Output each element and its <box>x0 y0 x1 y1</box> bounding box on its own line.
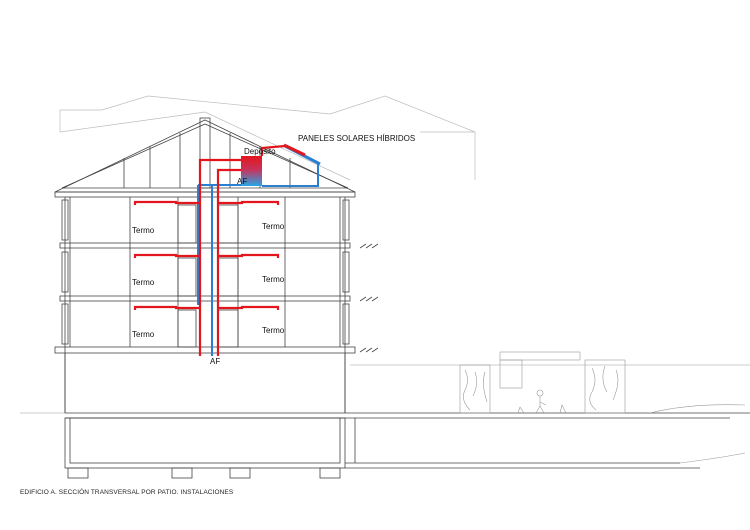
termo-label-f2-right: Termo <box>262 275 285 284</box>
termo-label-f1-right: Termo <box>262 222 285 231</box>
hybrid-solar-panels <box>283 143 321 166</box>
building-section <box>54 117 750 479</box>
tank <box>241 156 262 186</box>
termo-label-f2-left: Termo <box>132 278 155 287</box>
hot-water-pipes <box>133 144 286 356</box>
af-small-label: AF <box>237 177 247 186</box>
termo-label-f3-left: Termo <box>132 330 155 339</box>
background-roof-outline <box>20 95 476 414</box>
courtyard-elements <box>350 351 750 464</box>
tank-body <box>241 156 262 186</box>
panels-label: PANELES SOLARES HÍBRIDOS <box>298 134 415 143</box>
drawing-caption: EDIFICIO A. SECCIÓN TRANSVERSAL POR PATI… <box>20 489 234 496</box>
tank-label: Depósito <box>244 147 276 156</box>
af-label: AF <box>210 357 220 366</box>
termo-label-f3-right: Termo <box>262 326 285 335</box>
termo-label-f1-left: Termo <box>132 226 155 235</box>
cold-water-pipes <box>197 162 319 356</box>
